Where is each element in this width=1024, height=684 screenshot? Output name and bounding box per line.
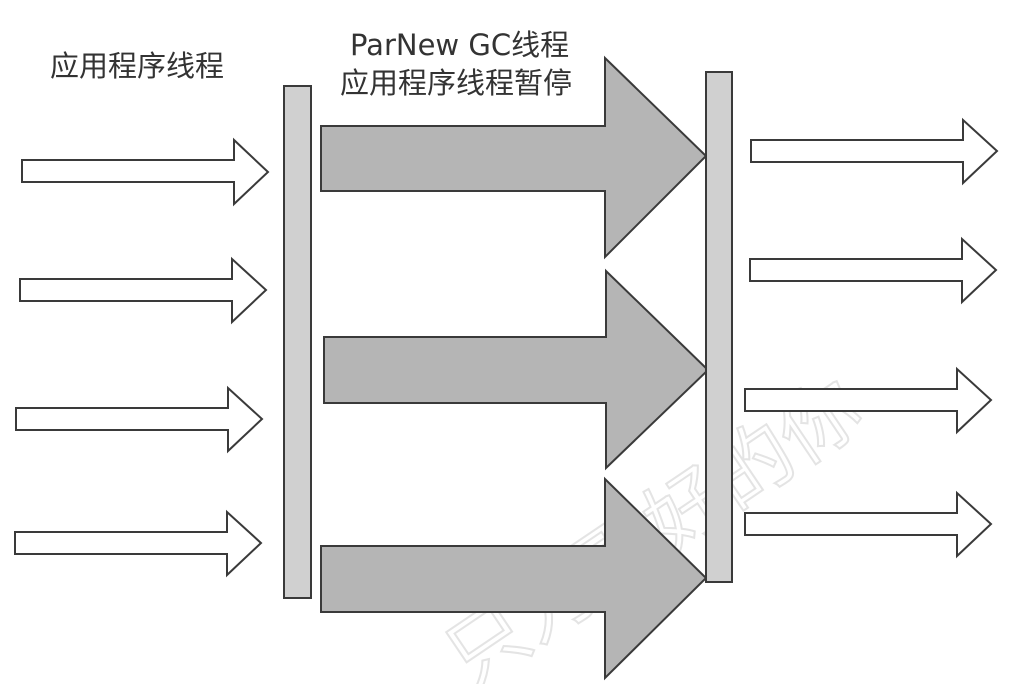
app-thread-arrow-2 — [19, 256, 268, 325]
gc-thread-arrow-3 — [320, 476, 708, 681]
barrier-end — [705, 71, 733, 583]
gc-thread-arrow-2 — [323, 268, 710, 471]
app-thread-arrow-1 — [21, 137, 270, 207]
app-thread-arrow-5 — [750, 117, 999, 186]
app-thread-arrow-4 — [14, 509, 263, 578]
app-thread-arrow-7 — [744, 366, 993, 435]
app-thread-arrows-after — [744, 117, 999, 559]
app-thread-arrow-3 — [15, 385, 264, 454]
app-paused-label: 应用程序线程暂停 — [340, 66, 573, 100]
app-thread-arrows-before — [14, 137, 270, 578]
gc-thread-arrow-1 — [320, 55, 708, 260]
barrier-start — [283, 85, 312, 599]
gc-thread-arrows — [320, 55, 710, 681]
gc-thread-label: ParNew GC线程 — [350, 28, 570, 62]
app-thread-arrow-8 — [744, 490, 993, 559]
app-threads-label: 应用程序线程 — [50, 49, 225, 83]
app-thread-arrow-6 — [749, 236, 998, 305]
